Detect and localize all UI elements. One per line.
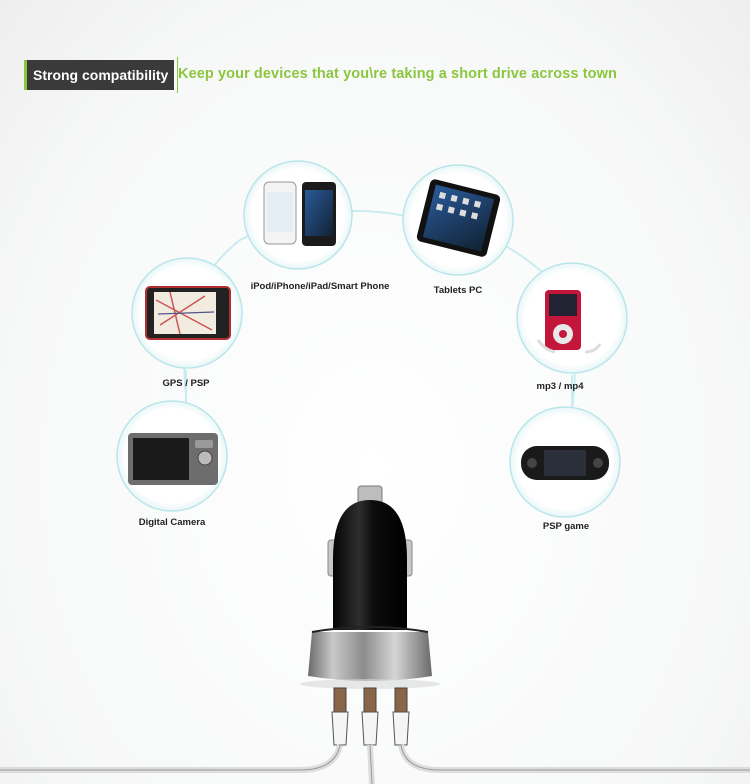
- tagline: Keep your devices that you\re taking a s…: [178, 66, 617, 82]
- connector-arc: [183, 209, 576, 411]
- header-badge: Strong compatibility: [24, 57, 179, 93]
- label-camera: Digital Camera: [138, 517, 206, 528]
- label-mp3: mp3 / mp4: [536, 381, 584, 392]
- label-phones: iPod/iPhone/iPad/Smart Phone: [250, 281, 390, 292]
- device-circle-camera: [116, 400, 228, 512]
- device-circle-gps: [131, 257, 243, 369]
- label-tablets: Tablets PC: [433, 285, 483, 296]
- usb-cables: [0, 687, 750, 784]
- label-psp: PSP game: [542, 521, 590, 532]
- label-gps: GPS / PSP: [162, 378, 210, 389]
- device-circle-mp3: [516, 262, 628, 374]
- device-circle-phones: [243, 160, 353, 270]
- device-circle-psp: [509, 406, 621, 518]
- badge-title: Strong compatibility: [24, 57, 179, 93]
- device-circle-tablet: [402, 164, 514, 276]
- car-charger: [300, 485, 440, 689]
